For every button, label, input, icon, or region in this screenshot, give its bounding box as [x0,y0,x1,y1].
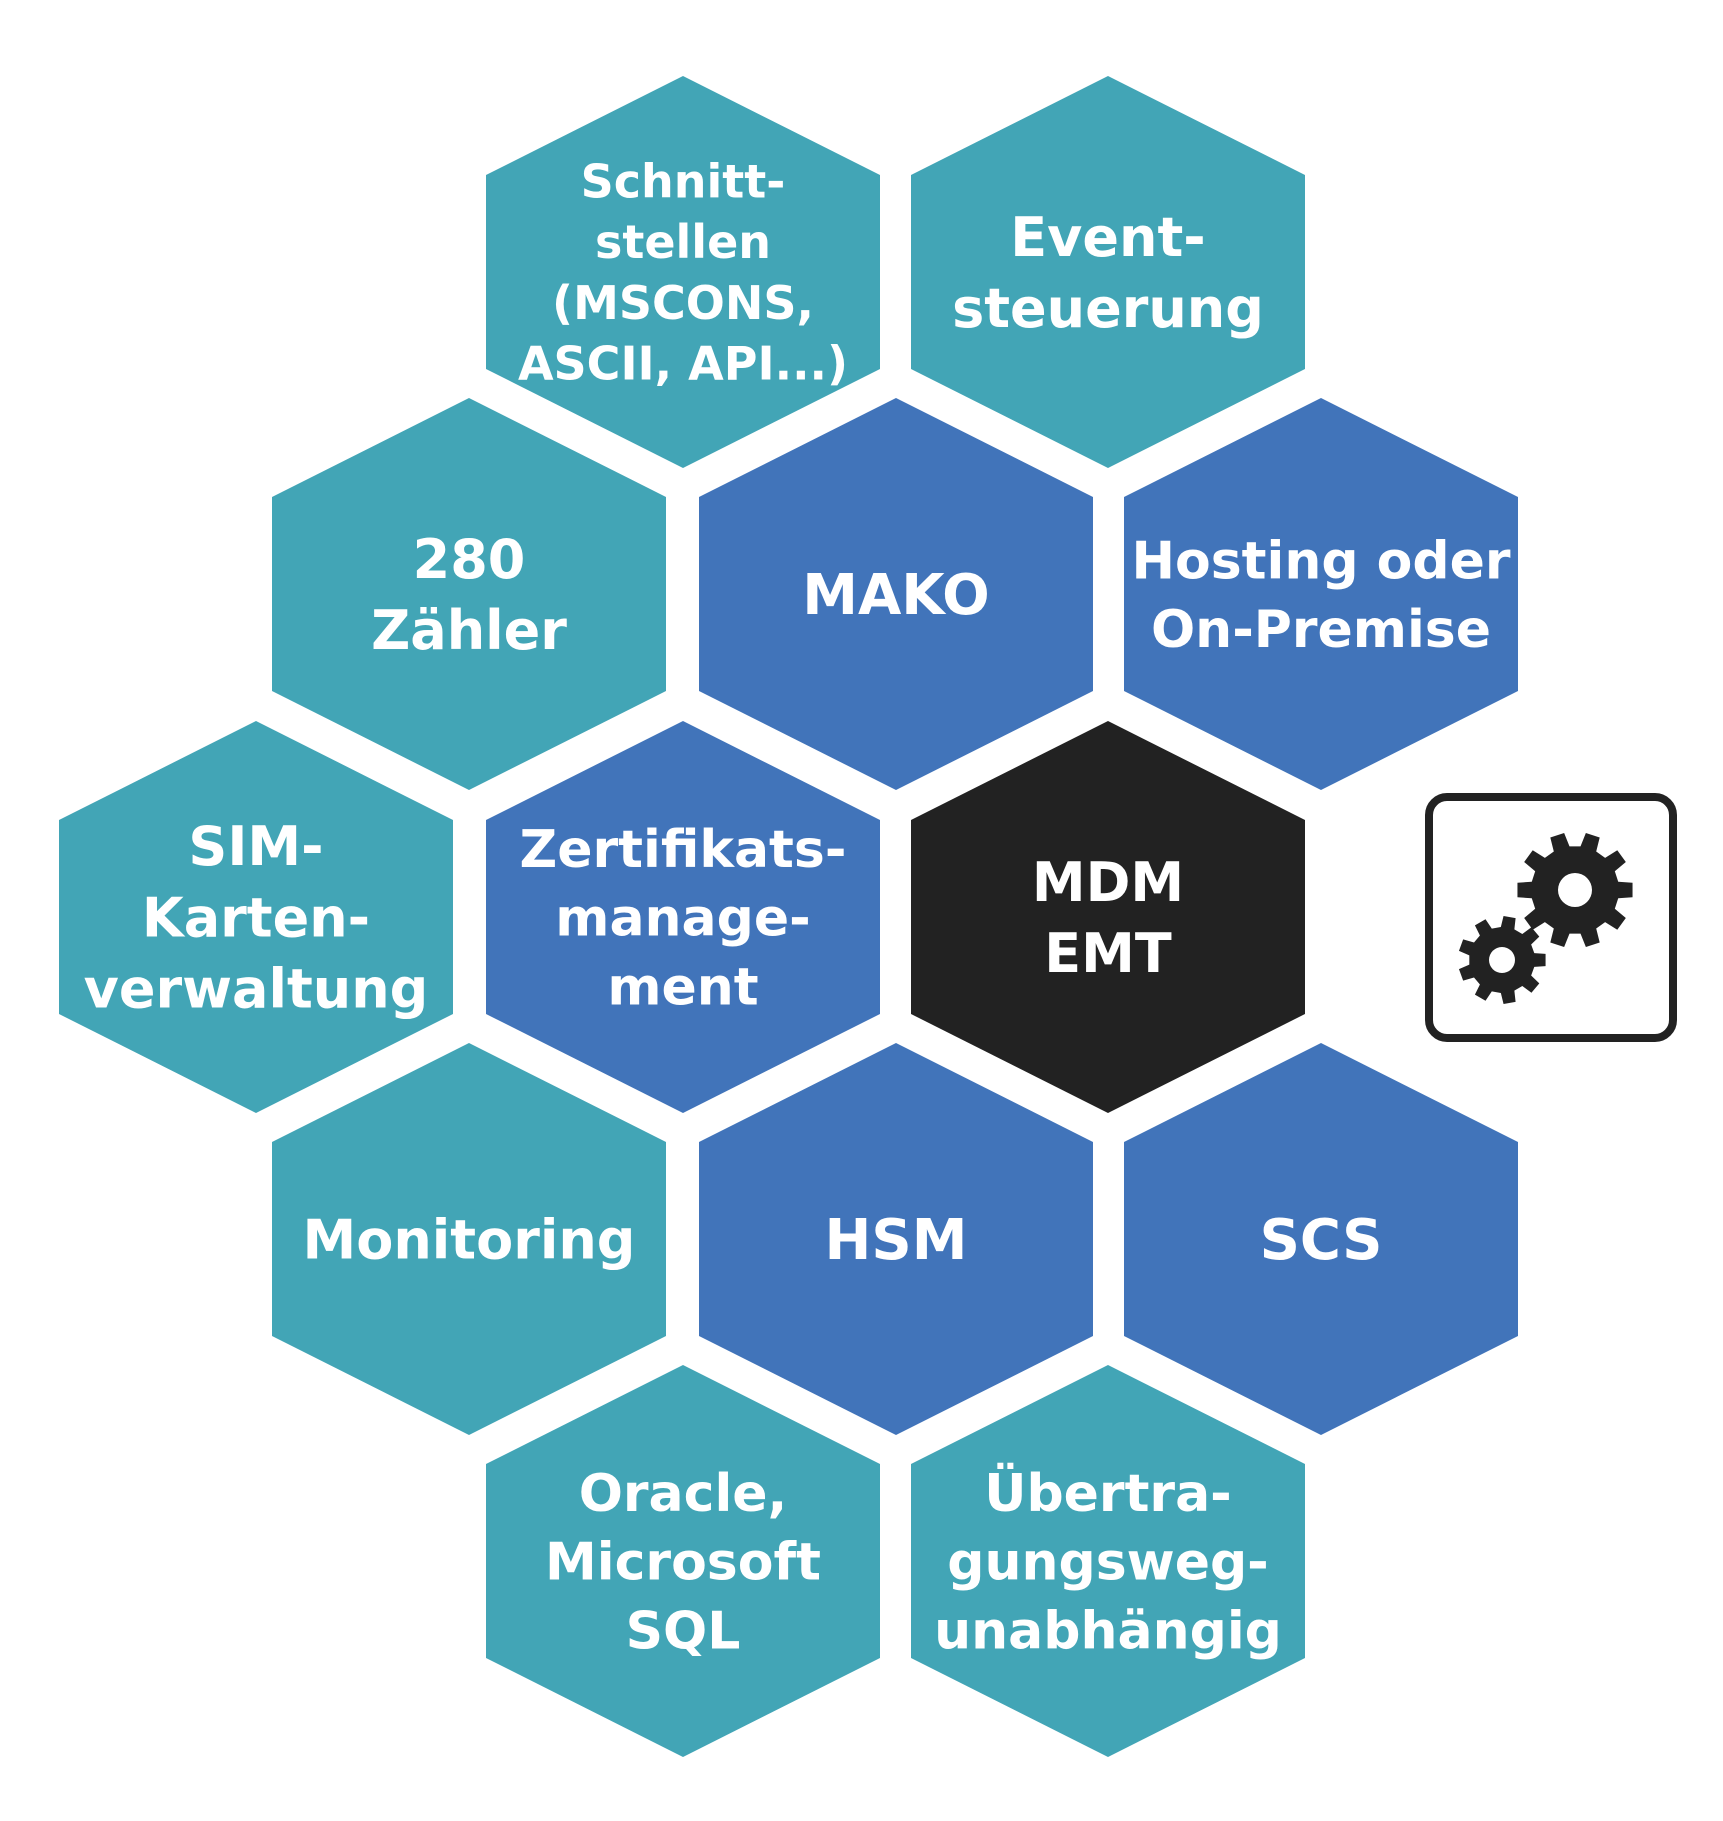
hexagon-label-line: Schnitt- [581,154,786,208]
hexagon-label-line: SIM- [188,815,323,878]
hexagon-monitoring: Monitoring [272,1043,666,1435]
hexagon-shape [911,1365,1305,1757]
hexagon-shape [486,1365,880,1757]
hexagon-label-line: Event- [1010,206,1205,269]
hexagon-label-line: Microsoft [545,1533,821,1593]
gears-icon [1425,793,1677,1042]
hexagon-shape [59,721,453,1113]
hexagon-label-line: MAKO [802,563,990,628]
hexagon-zertifikat: Zertifikats-manage-ment [486,721,880,1113]
hexagon-label-line: Oracle, [579,1464,788,1524]
hexagon-label-line: stellen [595,215,771,269]
hexagon-shape [1124,1043,1518,1435]
hexagon-shape [486,76,880,468]
hexagon-mdm: MDM EMT [911,721,1305,1113]
hexagon-shape [272,1043,666,1435]
small-gear-icon [1458,916,1546,1004]
hexagon-label-line: Übertra- [984,1462,1232,1524]
hexagon-label-line: Monitoring [303,1208,636,1271]
hexagon-shape [486,721,880,1113]
hexagon-eventsteuerung: Event-steuerung [911,76,1305,468]
hexagon-shape [699,1043,1093,1435]
hexagon-schnittstellen: Schnitt-stellen (MSCONS, ASCII, API...) [486,76,880,468]
hexagon-label-line: gungsweg- [947,1533,1269,1593]
hexagon-label-line: verwaltung [84,958,429,1021]
hexagon-label-line: 280 [413,528,526,591]
hexagon-shape [911,76,1305,468]
hexagon-mako: MAKO [699,398,1093,790]
hexagon-hsm: HSM [699,1043,1093,1435]
hexagon-label-line: (MSCONS, [552,276,814,330]
hexagon-shape [911,721,1305,1113]
hexagon-label-line: On-Premise [1151,600,1491,660]
hexagon-label-line: ment [607,957,758,1017]
hexagon-shape [272,398,666,790]
hexagon-sim: SIM- Karten-verwaltung [59,721,453,1113]
hexagon-label-line: SQL [626,1601,741,1661]
hexagon-label-line: manage- [555,889,810,949]
hexagon-label-line: ASCII, API...) [518,337,848,391]
hexagon-label-line: steuerung [952,277,1264,340]
hexagon-shape [699,398,1093,790]
hexagon-label-line: MDM [1032,851,1184,914]
hexagon-shape [1124,398,1518,790]
hexagon-label-line: HSM [825,1208,968,1273]
hexagon-label-line: Zertifikats- [520,820,847,880]
hexagon-label-line: unabhängig [934,1601,1282,1661]
hexagon-label-line: Zähler [371,599,567,662]
hexagon-label-line: EMT [1044,922,1172,985]
hexagon-layer: Schnitt-stellen (MSCONS, ASCII, API...) Eve… [59,76,1518,1757]
hexagon-uebertragung: Übertra-gungsweg-unabhängig [911,1365,1305,1757]
hexagon-label-line: Hosting oder [1131,531,1510,591]
large-gear-icon [1517,833,1633,947]
hexagon-label-line: SCS [1260,1208,1383,1273]
hexagon-scs: SCS [1124,1043,1518,1435]
hexagon-label-line: Karten- [142,886,370,949]
